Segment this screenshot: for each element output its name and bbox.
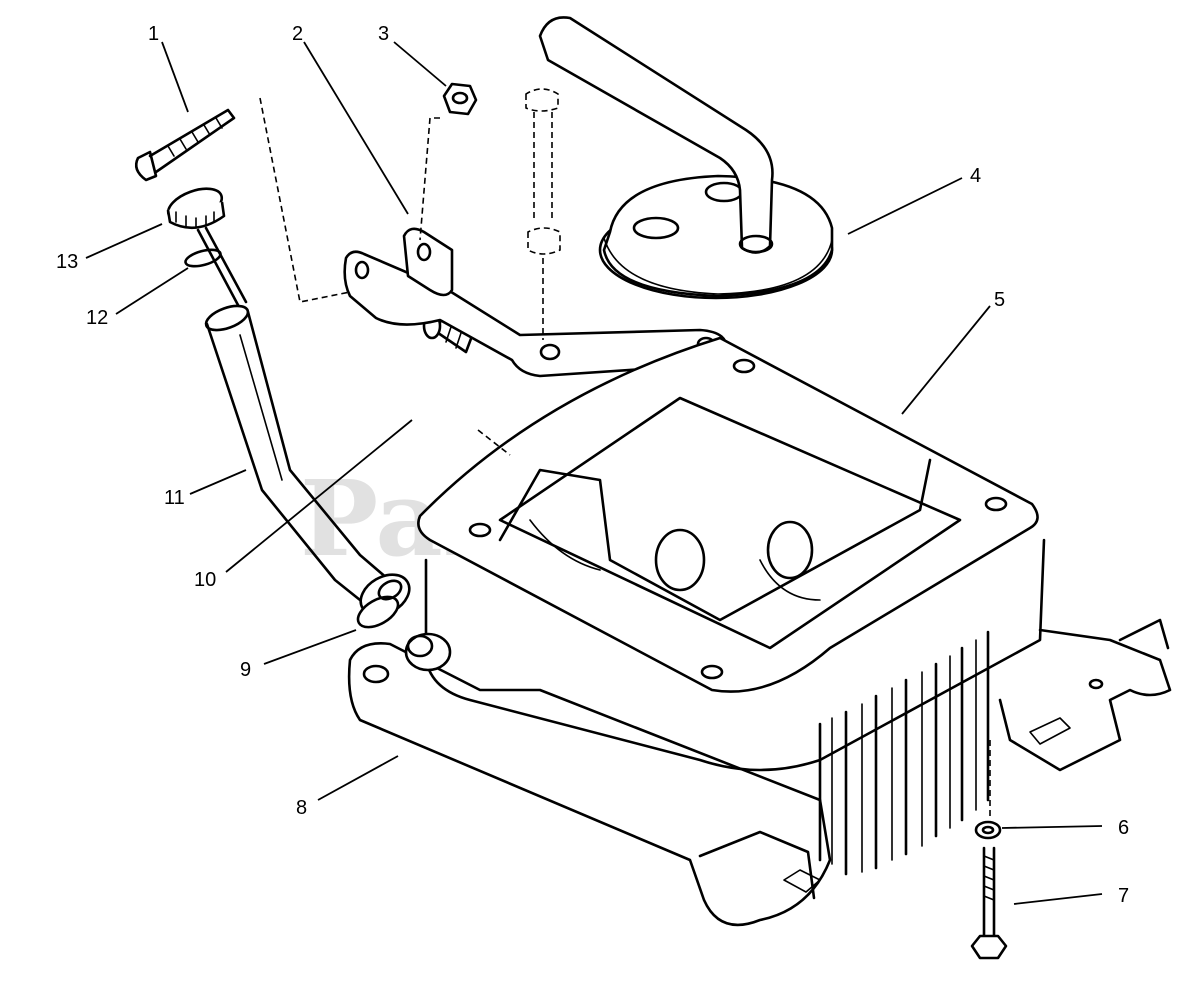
callout-12: 12	[86, 307, 108, 329]
callout-1: 1	[148, 23, 159, 45]
callout-4: 4	[970, 165, 981, 187]
dashed-line-nut	[419, 117, 440, 241]
part-8-base	[347, 458, 1172, 927]
part-4-breather-cover	[538, 16, 834, 300]
callout-7: 7	[1118, 885, 1129, 907]
callout-2: 2	[292, 23, 303, 45]
callout-11: 11	[164, 487, 185, 509]
part-5-gasket	[417, 336, 1039, 693]
leader-lines	[85, 41, 1103, 905]
callout-10: 10	[194, 569, 216, 591]
part-11-dipstick-tube	[204, 304, 397, 602]
callout-6: 6	[1118, 817, 1129, 839]
dashed-line-screw	[259, 97, 351, 303]
part-1-screw	[134, 108, 236, 182]
hidden-bolt	[525, 88, 561, 340]
part-3-nut	[442, 82, 478, 116]
callout-3: 3	[378, 23, 389, 45]
part-9-grommet	[356, 573, 411, 629]
callout-labels: 1 2 3 4 5 6 7 8 9 10 11 12 13	[56, 23, 1129, 907]
callout-13: 13	[56, 251, 78, 273]
part-13-dipstick-cap	[166, 187, 248, 307]
part-12-o-ring	[184, 248, 222, 268]
part-6-washer	[974, 820, 1002, 840]
callout-8: 8	[296, 797, 307, 819]
callout-9: 9	[240, 659, 251, 681]
part-2-bracket	[343, 227, 728, 378]
callout-5: 5	[994, 289, 1005, 311]
dashed-line-plug	[477, 429, 511, 456]
part-7-bolt	[970, 846, 1008, 960]
